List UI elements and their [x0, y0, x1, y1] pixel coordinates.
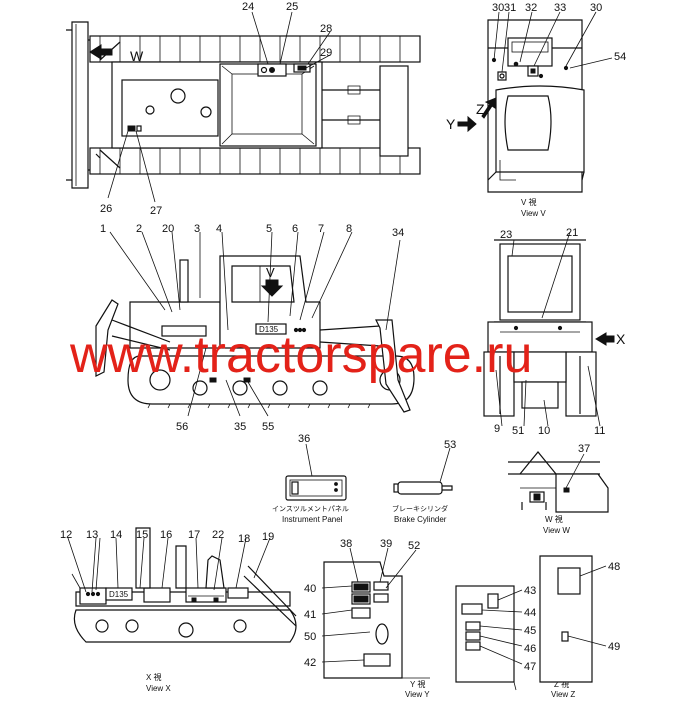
callout-52: 52 — [408, 540, 420, 552]
callout-30a: 30 — [492, 2, 504, 14]
view-x-rear: X — [483, 239, 626, 417]
view-x-caption: View X — [146, 684, 171, 693]
view-z-caption-jp: Z 視 — [554, 680, 569, 689]
view-z-caption: View Z — [551, 690, 575, 699]
callout-47: 47 — [524, 661, 536, 673]
callout-6: 6 — [292, 223, 298, 235]
callout-23: 23 — [500, 229, 512, 241]
callout-20: 20 — [162, 223, 174, 235]
callout-48: 48 — [608, 561, 620, 573]
callout-19: 19 — [262, 531, 274, 543]
callout-30b: 30 — [590, 2, 602, 14]
view-y-caption-jp: Y 視 — [410, 680, 425, 689]
view-y-drawing — [323, 561, 430, 679]
arrow-label-z: Z — [476, 101, 485, 117]
callout-9: 9 — [494, 423, 500, 435]
view-y-caption: View Y — [405, 690, 430, 699]
callout-3: 3 — [194, 223, 200, 235]
callout-33: 33 — [554, 2, 566, 14]
callout-24: 24 — [242, 1, 254, 13]
callout-5: 5 — [266, 223, 272, 235]
callout-16: 16 — [160, 529, 172, 541]
arrow-label-w: W — [130, 48, 144, 64]
instrument-panel-drawing — [285, 475, 347, 501]
callout-4: 4 — [216, 223, 222, 235]
callout-31: 31 — [504, 2, 516, 14]
callout-21: 21 — [566, 227, 578, 239]
callout-numbers: 24 25 28 29 26 27 30 31 32 33 30 54 1 2 … — [60, 1, 626, 673]
callout-55: 55 — [262, 421, 274, 433]
callout-32: 32 — [525, 2, 537, 14]
view-x-caption-jp: X 視 — [146, 673, 162, 682]
callout-27: 27 — [150, 205, 162, 217]
callout-7: 7 — [318, 223, 324, 235]
view-z-drawing — [455, 585, 517, 691]
callout-38: 38 — [340, 538, 352, 550]
instrument-panel-label: Instrument Panel — [282, 515, 343, 524]
right-panel-drawing — [539, 555, 593, 683]
top-view-dozer: W — [66, 21, 421, 189]
view-x-drawing: D135 — [71, 527, 297, 643]
callout-44: 44 — [524, 607, 536, 619]
callout-46: 46 — [524, 643, 536, 655]
callout-12: 12 — [60, 529, 72, 541]
callout-42: 42 — [304, 657, 316, 669]
side-model-plate: D135 — [259, 325, 279, 334]
callout-10: 10 — [538, 425, 550, 437]
callout-34: 34 — [392, 227, 404, 239]
callout-17: 17 — [188, 529, 200, 541]
callout-13: 13 — [86, 529, 98, 541]
callout-54: 54 — [614, 51, 626, 63]
arrow-label-y: Y — [446, 116, 456, 132]
callout-14: 14 — [110, 529, 122, 541]
callout-37: 37 — [578, 443, 590, 455]
watermark-text: www.tractorspare.ru — [69, 326, 532, 384]
callout-36: 36 — [298, 433, 310, 445]
callout-28: 28 — [320, 23, 332, 35]
view-v-cab: Y Z — [446, 19, 585, 193]
callout-26: 26 — [100, 203, 112, 215]
callout-15: 15 — [136, 529, 148, 541]
callout-18: 18 — [238, 533, 250, 545]
callout-35: 35 — [234, 421, 246, 433]
brake-cylinder-label-jp: ブレーキシリンダ — [392, 504, 448, 513]
brake-cylinder-drawing — [393, 481, 453, 495]
callout-40: 40 — [304, 583, 316, 595]
callout-29: 29 — [320, 47, 332, 59]
callout-2: 2 — [136, 223, 142, 235]
callout-51: 51 — [512, 425, 524, 437]
callout-22: 22 — [212, 529, 224, 541]
callout-45: 45 — [524, 625, 536, 637]
callout-56: 56 — [176, 421, 188, 433]
callout-25: 25 — [286, 1, 298, 13]
callout-53: 53 — [444, 439, 456, 451]
callout-1: 1 — [100, 223, 106, 235]
callout-50: 50 — [304, 631, 316, 643]
callout-39: 39 — [380, 538, 392, 550]
callout-43: 43 — [524, 585, 536, 597]
callout-49: 49 — [608, 641, 620, 653]
view-v-caption: View V — [521, 209, 546, 218]
view-v-caption-jp: V 視 — [521, 198, 537, 207]
brake-cylinder-label: Brake Cylinder — [394, 515, 447, 524]
callout-11: 11 — [594, 425, 605, 437]
view-w-caption-jp: W 視 — [545, 515, 563, 524]
callout-8: 8 — [346, 223, 352, 235]
callout-41: 41 — [304, 609, 316, 621]
view-w-drawing — [508, 451, 609, 513]
view-w-caption: View W — [543, 526, 570, 535]
instrument-panel-label-jp: インスツルメントパネル — [272, 505, 349, 513]
x-model-plate: D135 — [109, 590, 129, 599]
arrow-label-x: X — [616, 331, 626, 347]
side-view-dozer: V D135 — [95, 255, 415, 413]
